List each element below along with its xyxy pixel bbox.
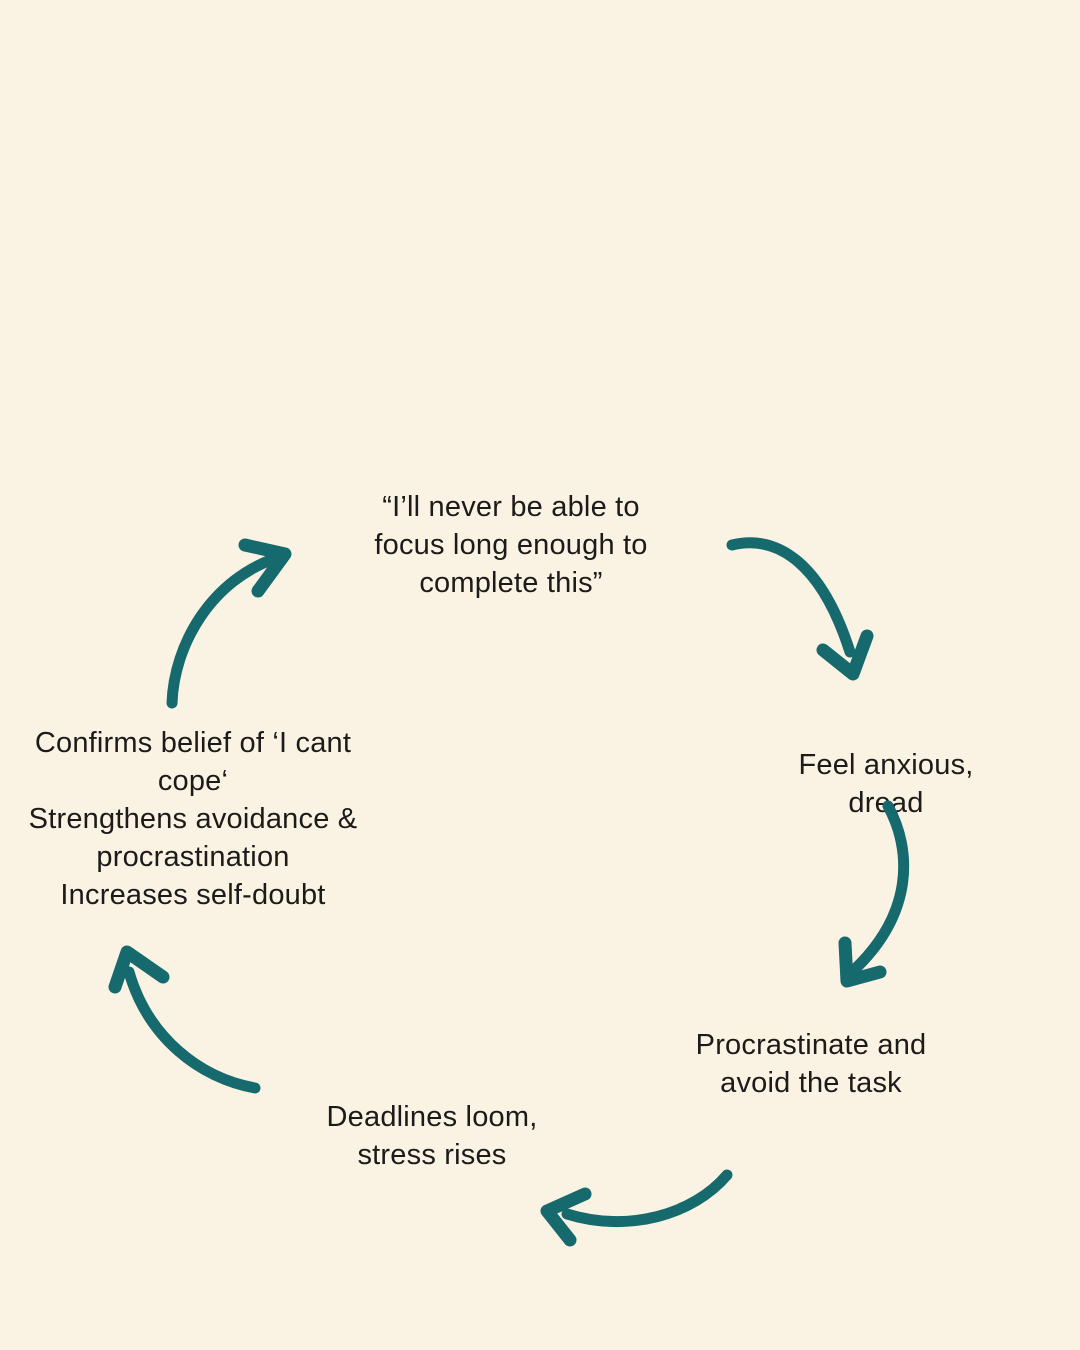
arrow-procrastinate-to-deadlines-icon <box>540 1169 733 1247</box>
node-deadlines-text: Deadlines loom, stress rises <box>326 1101 538 1171</box>
node-thought-text: “I’ll never be able to focus long enough… <box>374 491 648 599</box>
arrow-confirms-to-thought-icon <box>166 538 292 709</box>
node-procrastinate-text: Procrastinate and avoid the task <box>695 1029 927 1099</box>
arrow-thought-to-anxiety-icon <box>726 537 874 681</box>
node-feel-anxious-text: Feel anxious, dread <box>798 749 974 819</box>
arrow-anxiety-to-procrastinate-icon <box>838 800 910 988</box>
node-confirms-belief-text: Confirms belief of ‘I cant cope‘ Strengt… <box>28 727 358 911</box>
arrow-deadlines-to-confirms-icon <box>108 945 261 1094</box>
